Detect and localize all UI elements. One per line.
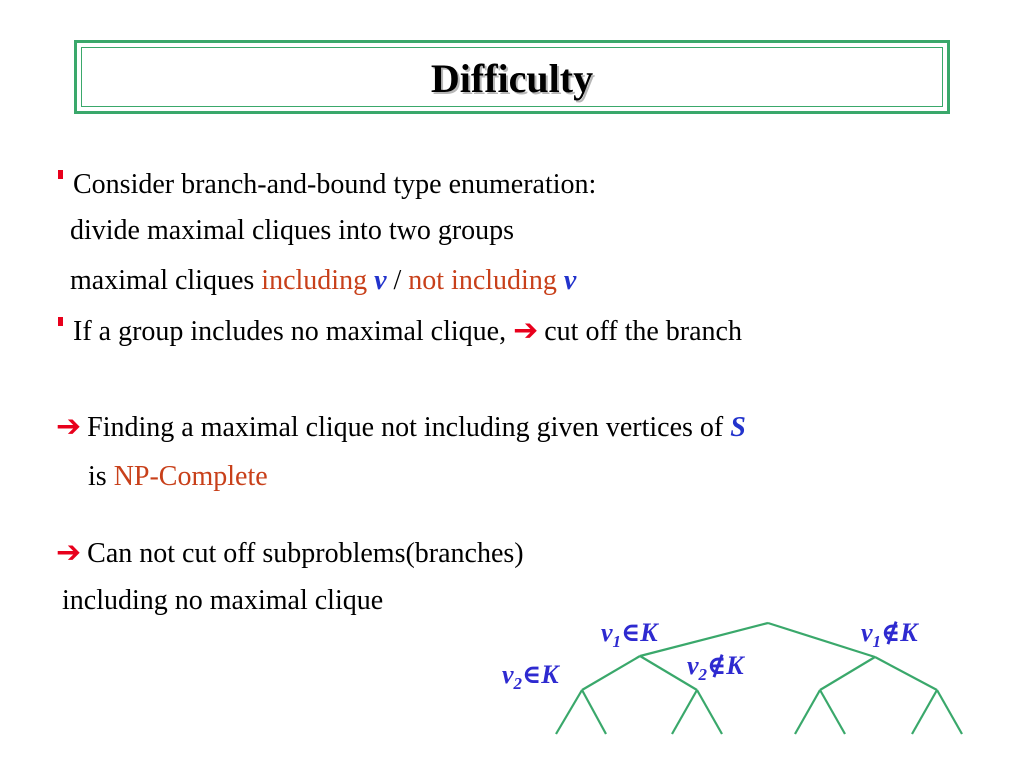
- including-text: including: [261, 265, 368, 296]
- line-4-text: If a group includes no maximal clique,: [73, 316, 507, 347]
- tree-edge: [581, 689, 607, 735]
- bullet-line-1: Consider branch-and-bound type enumerati…: [58, 168, 596, 202]
- line-2-text: divide maximal cliques into two groups: [70, 215, 515, 246]
- line-7: ➔Can not cut off subproblems(branches): [56, 536, 524, 571]
- line-4-result: cut off the branch: [544, 316, 742, 347]
- tree-edge: [911, 689, 938, 735]
- line-8: including no maximal clique: [62, 584, 383, 618]
- not-including-text: not including: [408, 265, 557, 296]
- line-3: maximal cliques including v / not includ…: [70, 264, 576, 298]
- bullet-square-icon: [58, 317, 63, 326]
- line-8-text: including no maximal clique: [62, 585, 384, 616]
- line-6-prefix: is: [88, 461, 114, 492]
- line-3-prefix: maximal cliques: [70, 265, 262, 296]
- bullet-line-4: If a group includes no maximal clique, ➔…: [58, 314, 742, 349]
- tree-edge: [819, 656, 876, 691]
- tree-edge: [767, 621, 876, 659]
- right-arrow-icon: ➔: [56, 535, 82, 570]
- tree-edge: [794, 689, 821, 735]
- tree-edge: [555, 689, 583, 735]
- tree-edge: [874, 656, 938, 691]
- tree-edge: [936, 689, 963, 735]
- line-6: is NP-Complete: [88, 460, 268, 494]
- line-2: divide maximal cliques into two groups: [70, 214, 514, 248]
- label-v2-not-in-k: v2∉K: [687, 651, 744, 685]
- np-complete-text: NP-Complete: [113, 461, 268, 492]
- right-arrow-icon: ➔: [513, 313, 539, 348]
- label-v1-not-in-k: v1∉K: [861, 618, 918, 652]
- line-7-text: Can not cut off subproblems(branches): [87, 538, 524, 569]
- tree-edge: [639, 621, 769, 658]
- tree-edge: [639, 655, 698, 691]
- line-5: ➔Finding a maximal clique not including …: [56, 410, 746, 445]
- tree-edge: [581, 655, 641, 691]
- title-frame: Difficulty: [74, 40, 950, 114]
- separator: /: [386, 265, 409, 296]
- tree-edge: [696, 689, 723, 735]
- label-v2-in-k: v2∈K: [502, 660, 559, 694]
- var-v: v: [563, 265, 577, 296]
- var-v: v: [374, 265, 387, 296]
- var-s: S: [730, 412, 746, 443]
- tree-edge: [671, 689, 698, 735]
- bullet-square-icon: [58, 170, 63, 179]
- line-5-text: Finding a maximal clique not including g…: [87, 412, 731, 443]
- tree-edge: [819, 689, 846, 735]
- right-arrow-icon: ➔: [56, 409, 82, 444]
- label-v1-in-k: v1∈K: [601, 618, 658, 652]
- line-1-text: Consider branch-and-bound type enumerati…: [73, 169, 597, 200]
